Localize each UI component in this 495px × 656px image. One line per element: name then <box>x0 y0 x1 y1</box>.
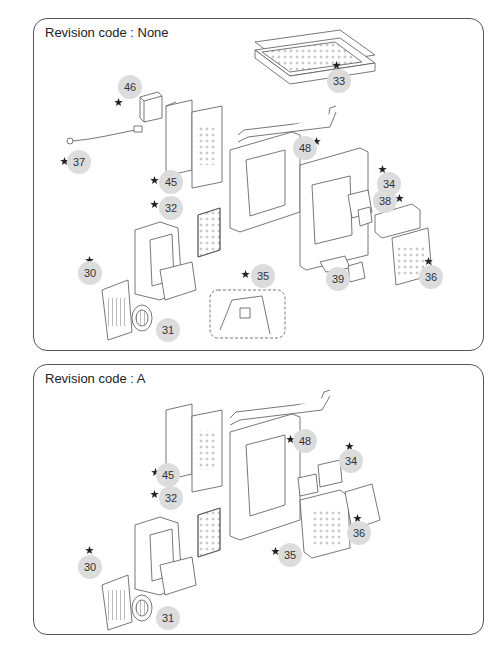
callout-circle: 36 <box>347 521 371 545</box>
callout-circle: 35 <box>278 543 302 567</box>
callout-circle: 48 <box>293 429 317 453</box>
callout-circle: 30 <box>78 261 102 285</box>
callout-number: 36 <box>353 527 365 539</box>
callout-number: 48 <box>299 435 311 447</box>
callout-circle: 39 <box>326 267 350 291</box>
callout-circle: 32 <box>159 196 183 220</box>
callout-circle: 46 <box>118 75 142 99</box>
callout-number: 32 <box>165 202 177 214</box>
callout-number: 45 <box>165 176 177 188</box>
callout-number: 48 <box>299 142 311 154</box>
callout-circle: 45 <box>156 463 180 487</box>
callout-number: 30 <box>84 267 96 279</box>
callout-number: 31 <box>162 612 174 624</box>
callout-circle: 38 <box>373 189 397 213</box>
callout-circle: 34 <box>339 449 363 473</box>
callout-number: 36 <box>425 271 437 283</box>
callout-circle: 31 <box>156 606 180 630</box>
callout-number: 37 <box>73 156 85 168</box>
callout-circle: 45 <box>159 170 183 194</box>
callout-number: 35 <box>284 549 296 561</box>
callout-number: 38 <box>379 195 391 207</box>
callout-circle: 30 <box>78 555 102 579</box>
callout-number: 31 <box>162 324 174 336</box>
callout-number: 30 <box>84 561 96 573</box>
callout-circle: 36 <box>419 265 443 289</box>
callout-number: 45 <box>162 469 174 481</box>
callout-number: 33 <box>333 75 345 87</box>
callout-circle: 48 <box>293 136 317 160</box>
revision-panel: Revision code : A 48 34 45 32 36 30 35 31 <box>33 364 484 635</box>
callout-circle: 31 <box>156 318 180 342</box>
callout-number: 32 <box>165 492 177 504</box>
callout-number: 34 <box>345 455 357 467</box>
callout-number: 35 <box>257 270 269 282</box>
callout-circle: 33 <box>327 69 351 93</box>
callout-circle: 35 <box>251 264 275 288</box>
callout-circle: 32 <box>159 486 183 510</box>
callout-number: 46 <box>124 81 136 93</box>
revision-panel: Revision code : None46333748453438323035… <box>33 18 484 351</box>
callout-circle: 37 <box>67 150 91 174</box>
callout-number: 39 <box>332 273 344 285</box>
panel-title: Revision code : A <box>45 371 145 386</box>
panel-title: Revision code : None <box>45 25 169 40</box>
